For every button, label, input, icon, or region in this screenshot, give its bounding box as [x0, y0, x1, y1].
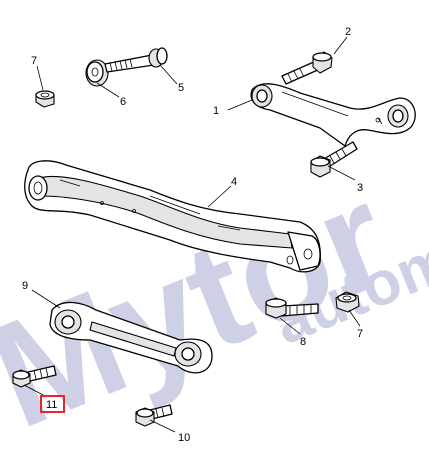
leader-4 [207, 185, 232, 208]
bolt-3 [310, 141, 358, 178]
callout-labels: 1 2 3 4 5 6 7 7 8 9 10 11 [22, 26, 363, 444]
callout-1: 1 [213, 105, 219, 117]
bolt-11 [12, 365, 57, 388]
leader-10 [149, 419, 176, 433]
leader-2 [333, 36, 348, 55]
nut-7-right [335, 291, 360, 313]
callout-5: 5 [178, 82, 184, 94]
callout-6: 6 [120, 96, 126, 108]
leader-6 [96, 82, 120, 98]
leader-8 [279, 317, 301, 335]
leader-7a [36, 65, 44, 91]
cam-washer-6 [85, 59, 109, 87]
callout-11-highlight [40, 395, 65, 413]
nut-7-top [35, 90, 55, 108]
callout-3: 3 [357, 182, 363, 194]
leader-5 [159, 64, 178, 85]
callout-8: 8 [300, 336, 306, 348]
leader-lines [23, 36, 361, 433]
leader-11 [23, 384, 46, 397]
callout-2: 2 [345, 26, 351, 38]
callout-4: 4 [231, 176, 237, 188]
callout-11: 11 [46, 399, 57, 411]
callout-7-right: 7 [357, 328, 363, 340]
toe-link-1 [250, 83, 416, 147]
callout-9: 9 [22, 280, 28, 292]
leader-7b [348, 309, 361, 327]
cam-bolt-5 [104, 47, 168, 73]
leader-9 [31, 289, 61, 309]
callout-10: 10 [178, 432, 190, 444]
leader-1 [227, 99, 253, 111]
control-arm-4 [24, 160, 321, 273]
bolt-8 [265, 297, 319, 319]
callout-7-top: 7 [31, 55, 37, 67]
leader-3 [327, 165, 356, 181]
link-9 [49, 301, 213, 374]
bolt-2 [281, 51, 333, 85]
